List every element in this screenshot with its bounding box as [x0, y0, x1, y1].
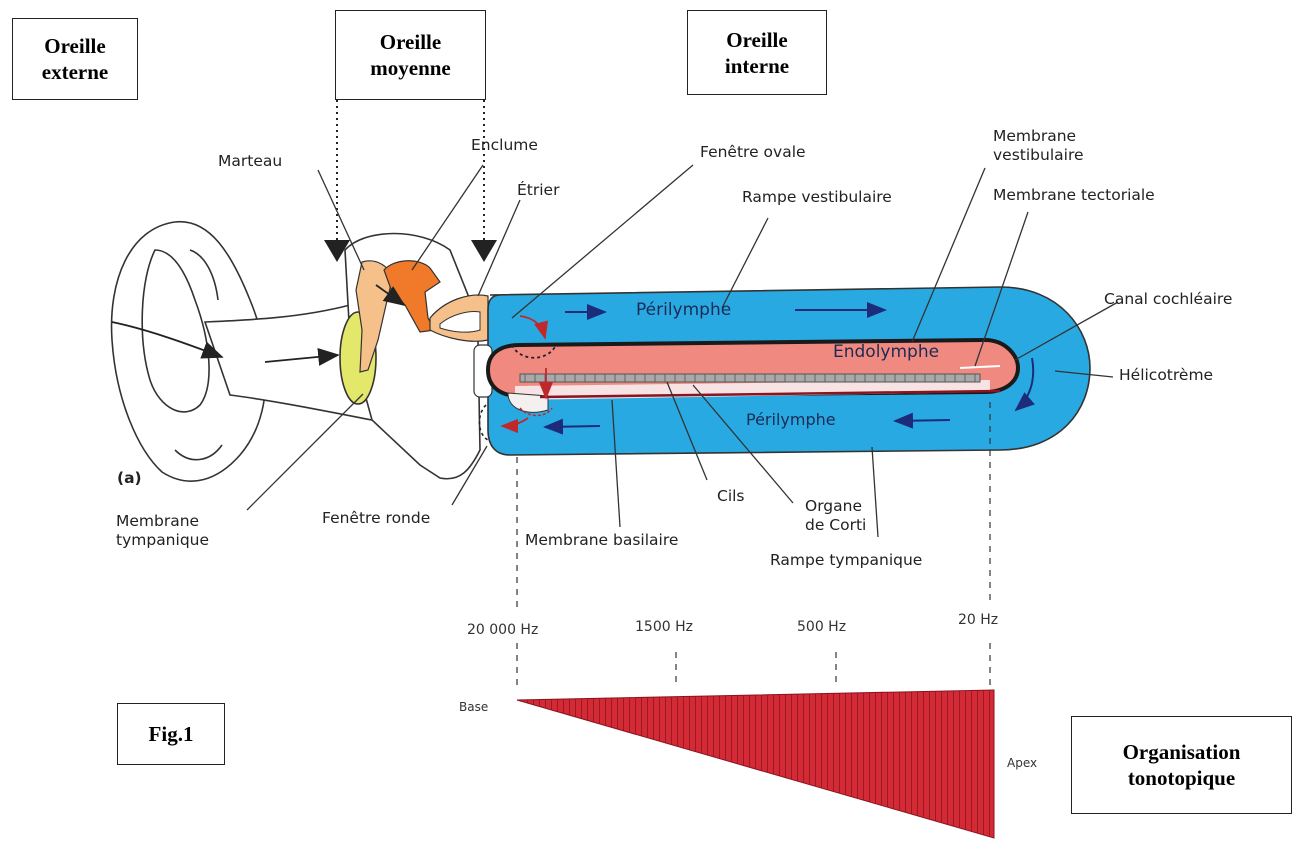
- label-fenetre-ovale: Fenêtre ovale: [700, 143, 806, 162]
- label-enclume: Enclume: [471, 136, 538, 155]
- flow-arrow-3: [895, 420, 950, 421]
- round-window-dashed: [479, 405, 488, 440]
- label-canal-cochleaire: Canal cochléaire: [1104, 290, 1232, 309]
- label-marteau: Marteau: [218, 152, 282, 171]
- outer-ear-title: Oreille externe: [21, 33, 129, 85]
- middle-ear-bracket: [337, 100, 484, 245]
- label-etrier: Étrier: [517, 181, 559, 200]
- figure-box: Fig.1: [117, 703, 225, 765]
- label-organe-corti: Organe de Corti: [805, 497, 885, 535]
- label-membrane-tectoriale: Membrane tectoriale: [993, 186, 1155, 205]
- label-apex: Apex: [1007, 756, 1037, 770]
- label-membrane-vestibulaire: Membrane vestibulaire: [993, 127, 1103, 165]
- label-helicotreme: Hélicotrème: [1119, 366, 1213, 385]
- flow-arrow-4: [545, 426, 600, 427]
- tonotopic-wedge: [517, 690, 994, 838]
- freq-1500: 1500 Hz: [635, 619, 693, 635]
- organ-of-corti: [520, 374, 980, 382]
- label-membrane-tympanique: Membrane tympanique: [116, 512, 236, 550]
- label-fenetre-ronde: Fenêtre ronde: [322, 509, 430, 528]
- freq-20: 20 Hz: [958, 612, 998, 628]
- bracket-arrow-right: [471, 240, 497, 262]
- freq-500: 500 Hz: [797, 619, 846, 635]
- tonotopy-box: Organisation tonotopique: [1071, 716, 1292, 814]
- middle-ear-box: Oreille moyenne: [335, 10, 486, 100]
- label-cils: Cils: [717, 487, 745, 506]
- label-panel-a: (a): [117, 469, 142, 488]
- figure-label: Fig.1: [149, 721, 194, 747]
- label-perilymphe-top: Périlymphe: [636, 300, 731, 320]
- middle-ear-title: Oreille moyenne: [346, 29, 475, 81]
- inner-ear-box: Oreille interne: [687, 10, 827, 95]
- tonotopy-title: Organisation tonotopique: [1096, 739, 1267, 791]
- freq-20000: 20 000 Hz: [467, 622, 538, 638]
- label-endolymphe: Endolymphe: [833, 342, 939, 362]
- label-perilymphe-bottom: Périlymphe: [746, 410, 836, 429]
- label-rampe-tympanique: Rampe tympanique: [770, 551, 922, 570]
- label-membrane-basilaire: Membrane basilaire: [525, 531, 678, 550]
- label-base: Base: [459, 700, 488, 714]
- label-rampe-vestibulaire: Rampe vestibulaire: [742, 188, 892, 207]
- outer-ear-box: Oreille externe: [12, 18, 138, 100]
- inner-ear-title: Oreille interne: [708, 27, 806, 79]
